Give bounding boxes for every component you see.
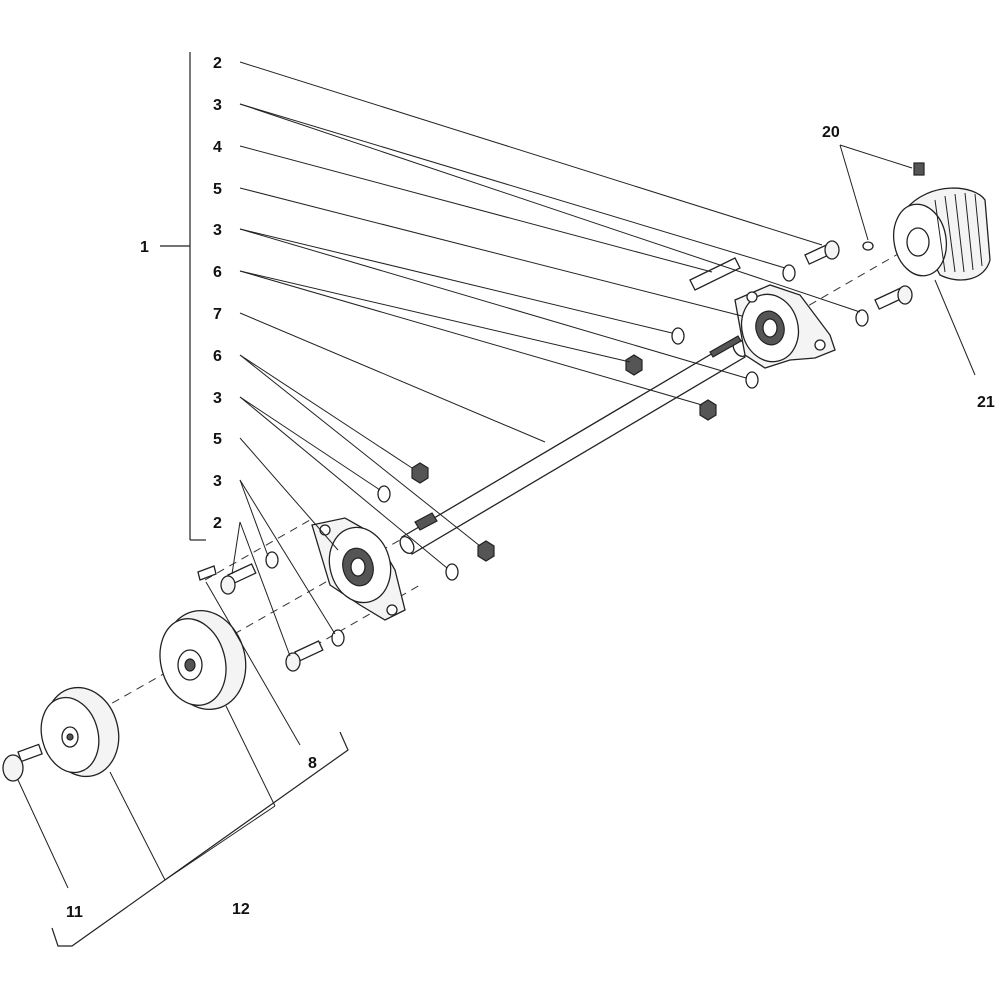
label-7: 7 (213, 306, 222, 323)
label-8: 8 (308, 755, 317, 772)
pulley-large (159, 609, 247, 711)
bearing-upper (734, 284, 836, 369)
label-4: 4 (213, 139, 222, 156)
label-3-b: 3 (213, 222, 222, 239)
drum-pulley (862, 162, 991, 281)
assembly-bracket-1 (160, 52, 206, 541)
label-6-top: 6 (213, 264, 222, 281)
pulley-small (40, 686, 120, 778)
label-5-top: 5 (213, 181, 222, 198)
label-11: 11 (66, 904, 83, 921)
label-3-a: 3 (213, 97, 222, 114)
assembly-bracket-12 (51, 731, 349, 947)
hardware-set (197, 240, 913, 672)
label-12: 12 (232, 901, 250, 918)
bearing-lower (311, 517, 406, 621)
label-5-bottom: 5 (213, 431, 222, 448)
label-1: 1 (140, 239, 149, 256)
label-3-d: 3 (213, 473, 222, 490)
leader-lines (17, 61, 976, 889)
label-2-top: 2 (213, 55, 222, 72)
label-20: 20 (822, 124, 840, 141)
callout-labels: 1 2 3 4 5 3 6 7 6 3 5 3 2 8 11 12 20 21 (66, 55, 995, 921)
label-2-bottom: 2 (213, 515, 222, 532)
bolt-11 (2, 743, 43, 782)
label-3-c: 3 (213, 390, 222, 407)
label-21: 21 (977, 394, 995, 411)
label-6-bottom: 6 (213, 348, 222, 365)
